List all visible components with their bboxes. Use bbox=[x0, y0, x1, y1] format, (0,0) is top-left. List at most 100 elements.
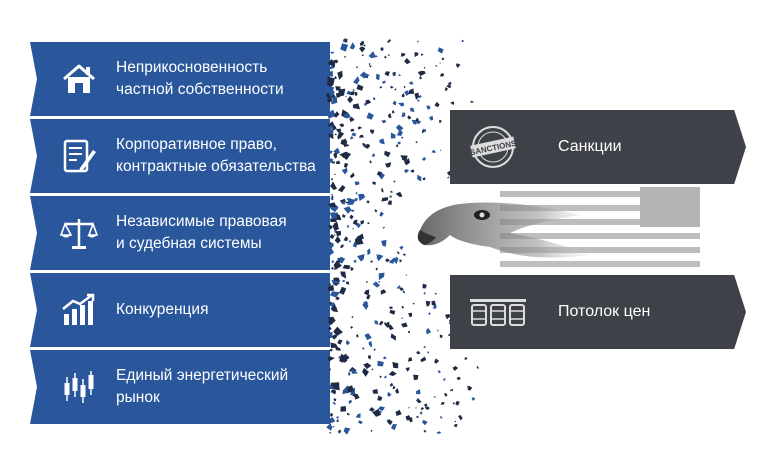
fragment bbox=[366, 75, 369, 79]
fragment bbox=[414, 52, 419, 58]
fragment bbox=[395, 388, 400, 394]
fragment bbox=[378, 280, 381, 284]
fragment bbox=[346, 198, 349, 201]
fragment bbox=[397, 141, 401, 145]
fragment bbox=[445, 314, 451, 320]
fragment bbox=[389, 309, 396, 315]
fragment bbox=[362, 142, 367, 147]
fragment bbox=[392, 73, 395, 76]
fragment bbox=[330, 304, 339, 313]
item-sanctions: SANCTIONS Санкции bbox=[450, 110, 746, 184]
fragment bbox=[426, 328, 432, 335]
fragment bbox=[346, 144, 350, 147]
fragment bbox=[407, 115, 412, 120]
fragment bbox=[326, 423, 333, 431]
bar-chart-arrow-icon bbox=[62, 293, 95, 325]
fragment bbox=[446, 84, 452, 89]
fragment bbox=[440, 415, 443, 419]
fragment bbox=[408, 81, 414, 85]
fragment bbox=[345, 95, 347, 98]
fragment bbox=[390, 333, 397, 340]
fragment bbox=[350, 128, 355, 132]
candlestick-icon bbox=[64, 371, 94, 403]
fragment bbox=[418, 95, 422, 99]
fragment bbox=[385, 258, 390, 263]
fragment bbox=[343, 112, 351, 119]
fragment bbox=[381, 188, 384, 193]
fragment bbox=[414, 92, 419, 100]
fragment bbox=[423, 429, 427, 433]
fragment bbox=[337, 256, 346, 264]
fragment bbox=[413, 374, 419, 381]
fragment bbox=[337, 131, 345, 139]
scales-icon bbox=[60, 219, 98, 249]
fragment bbox=[382, 80, 386, 84]
fragment bbox=[384, 71, 390, 77]
fragment bbox=[453, 424, 458, 428]
fragment bbox=[376, 73, 380, 81]
fragment bbox=[329, 64, 335, 70]
fragment bbox=[333, 147, 340, 155]
fragment bbox=[392, 100, 397, 106]
item-legal-system: Независимые правовая и судебная системы bbox=[30, 196, 330, 270]
fragment bbox=[401, 93, 405, 98]
fragment bbox=[427, 351, 429, 354]
fragment bbox=[340, 244, 345, 249]
fragment bbox=[354, 198, 359, 202]
fragment bbox=[355, 413, 361, 418]
fragment bbox=[352, 88, 355, 91]
sanctions-stamp-icon: SANCTIONS bbox=[469, 126, 518, 168]
fragment bbox=[416, 351, 421, 355]
barrels-icon bbox=[470, 299, 526, 326]
fragment bbox=[362, 302, 369, 310]
fragment bbox=[335, 231, 341, 237]
fragment bbox=[389, 382, 394, 387]
fragment bbox=[420, 53, 424, 56]
fragment bbox=[434, 101, 440, 108]
item-competition: Конкуренция bbox=[30, 273, 330, 347]
fragment bbox=[356, 334, 359, 338]
fragment bbox=[342, 264, 351, 270]
fragment bbox=[423, 67, 426, 69]
fragment bbox=[330, 291, 341, 298]
fragment bbox=[347, 224, 350, 228]
item-label: Конкуренция bbox=[116, 301, 209, 318]
fragment bbox=[353, 91, 358, 96]
fragment bbox=[366, 294, 371, 300]
fragment bbox=[339, 151, 351, 160]
fragment bbox=[405, 367, 410, 372]
fragment bbox=[367, 222, 370, 225]
fragment bbox=[403, 86, 406, 89]
fragment bbox=[343, 427, 351, 435]
fragment bbox=[452, 402, 455, 405]
fragment bbox=[384, 322, 387, 325]
fragment bbox=[366, 112, 374, 120]
fragment bbox=[359, 46, 366, 53]
fragment bbox=[396, 285, 401, 289]
fragment bbox=[341, 200, 346, 205]
fragment bbox=[327, 284, 335, 292]
fragment bbox=[407, 357, 413, 362]
fragment bbox=[328, 150, 333, 154]
fragment bbox=[367, 248, 371, 256]
fragment bbox=[410, 107, 415, 112]
fragment bbox=[350, 326, 354, 329]
fragment bbox=[420, 356, 427, 363]
fragment bbox=[399, 259, 402, 263]
fragment bbox=[328, 158, 334, 164]
fragment bbox=[333, 59, 339, 64]
fragment bbox=[376, 171, 382, 177]
fragment bbox=[355, 191, 358, 195]
fragment bbox=[389, 195, 392, 198]
fragment bbox=[422, 156, 427, 161]
fragment bbox=[401, 317, 403, 319]
fragment bbox=[405, 274, 408, 276]
fragment bbox=[368, 355, 371, 360]
fragment bbox=[348, 372, 351, 375]
fragment bbox=[395, 409, 402, 416]
fragment bbox=[333, 221, 339, 229]
document-pen-icon bbox=[63, 139, 96, 173]
fragment bbox=[332, 335, 336, 338]
fragment bbox=[384, 150, 391, 158]
